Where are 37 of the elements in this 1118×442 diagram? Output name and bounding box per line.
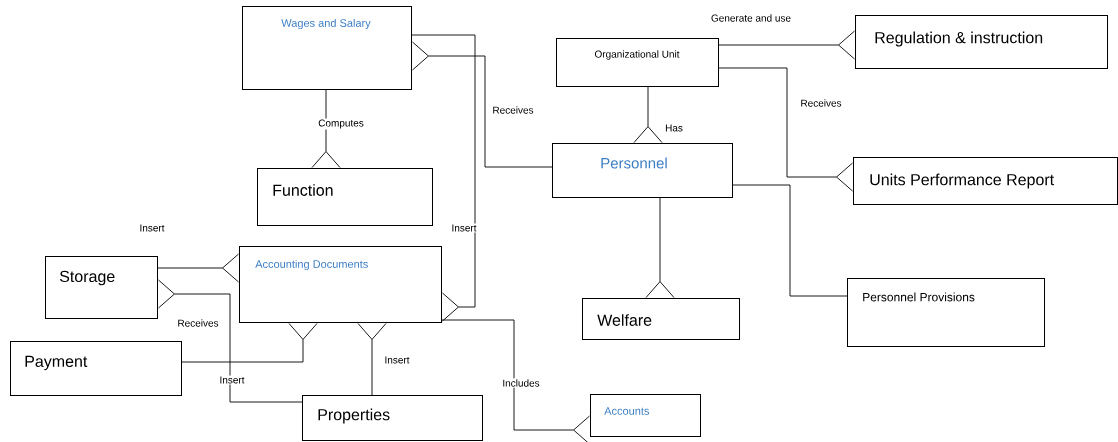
entity-box: Storage xyxy=(45,256,158,319)
connector xyxy=(181,323,318,363)
entity-box: Organizational Unit xyxy=(556,38,719,87)
entity-box: Personnel xyxy=(552,143,733,198)
edge-label: Insert xyxy=(138,223,166,233)
entity-box: Wages and Salary xyxy=(242,6,412,90)
connector xyxy=(633,86,663,143)
edge-label: Generate and use xyxy=(710,13,793,23)
connector xyxy=(157,253,239,283)
edge-label: Insert xyxy=(218,375,246,385)
connector xyxy=(411,34,476,322)
entity-box: Payment xyxy=(10,341,182,396)
entity-box: Function xyxy=(257,168,433,226)
entity-box: Accounts xyxy=(590,394,701,437)
connector xyxy=(718,30,855,60)
entity-box: Units Performance Report xyxy=(853,157,1118,205)
connector xyxy=(645,197,675,298)
connector xyxy=(441,319,590,442)
entity-box: Accounting Documents xyxy=(239,246,442,323)
connector xyxy=(311,89,341,168)
connector xyxy=(357,323,387,396)
entity-box: Regulation & instruction xyxy=(855,15,1108,69)
edge-label: Insert xyxy=(450,223,478,233)
edge-label: Computes xyxy=(317,118,365,130)
edge-label: Has xyxy=(664,123,684,133)
edge-label: Insert xyxy=(383,355,411,365)
connector xyxy=(158,279,303,403)
edge-label: Receives xyxy=(491,105,535,115)
connector xyxy=(718,67,853,192)
entity-box: Properties xyxy=(302,395,483,441)
edge-label: Receives xyxy=(176,318,220,328)
connector xyxy=(412,41,553,168)
entity-box: Personnel Provisions xyxy=(847,278,1045,347)
edge-label: Receives xyxy=(799,98,843,108)
entity-box: Welfare xyxy=(582,298,740,340)
connector xyxy=(732,184,848,297)
edge-label: Includes xyxy=(501,378,541,388)
